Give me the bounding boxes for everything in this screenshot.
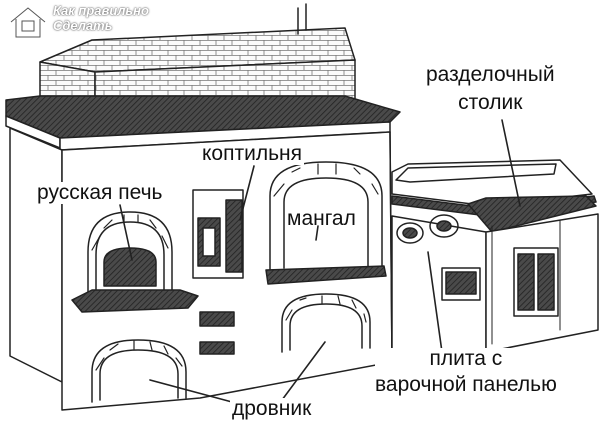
label-cooktop: плита с варочной панелью	[373, 348, 559, 396]
grill	[265, 161, 387, 285]
label-cutting-table: разделочный столик	[424, 64, 557, 114]
label-woodshed: дровник	[230, 397, 314, 420]
site-watermark: Как правильно Сделать	[8, 4, 149, 40]
woodshed-right	[281, 293, 371, 353]
smokehouse	[192, 189, 244, 355]
pointer-lines	[119, 119, 521, 403]
label-grill: мангал	[287, 207, 356, 230]
label-cutting-table-line-1: разделочный	[426, 63, 555, 86]
label-smokehouse: коптильня	[200, 142, 304, 165]
watermark-line-2: Сделать	[53, 18, 113, 33]
main-roof-slab	[5, 95, 401, 151]
label-cooktop-line-1: плита с	[375, 348, 557, 370]
label-russian-stove: русская печь	[35, 181, 165, 204]
label-cooktop-line-2: варочной панелью	[375, 373, 557, 396]
label-cutting-table-line-2: столик	[458, 91, 523, 114]
cooktop-counter	[391, 159, 599, 363]
house-logo-icon	[10, 6, 46, 39]
watermark-line-1: Как правильно	[53, 3, 149, 18]
woodshed-left	[91, 339, 187, 403]
left-side-face	[9, 127, 63, 383]
